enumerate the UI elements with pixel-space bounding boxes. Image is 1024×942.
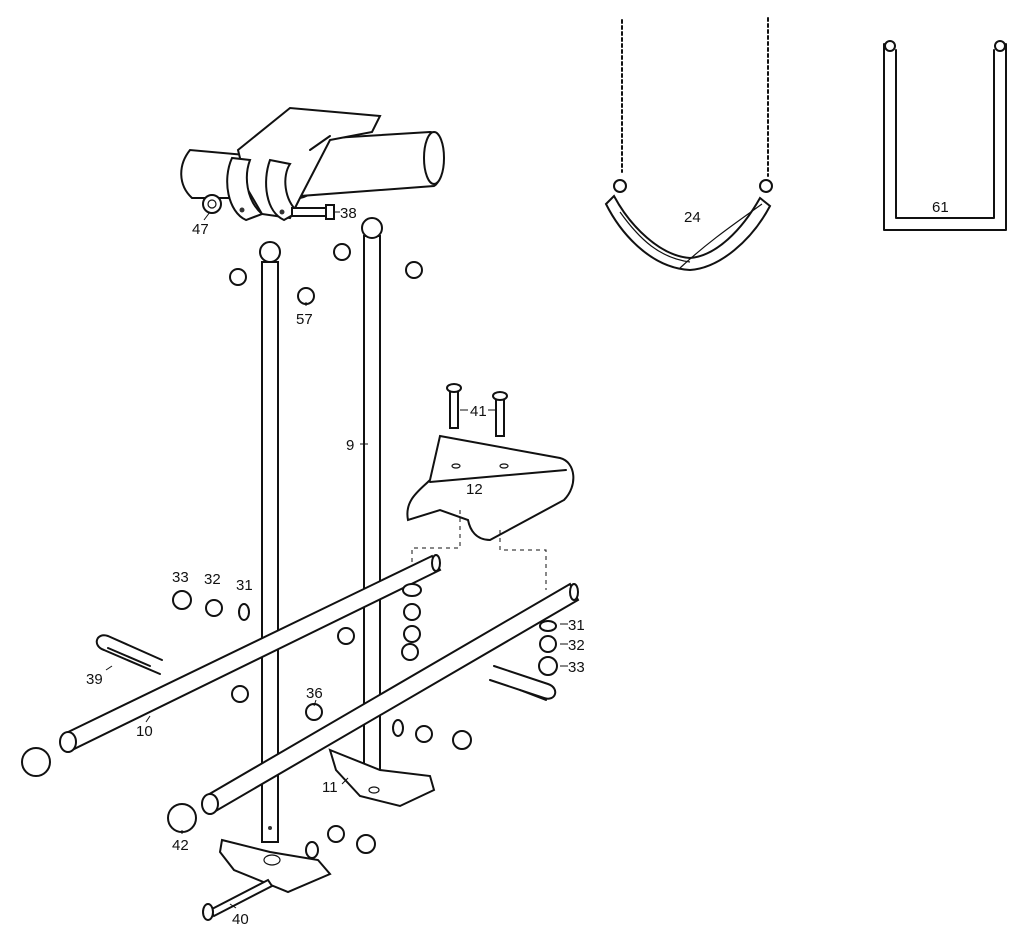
hardware-center [231,583,422,721]
part-labels: 38 47 57 9 41 12 24 61 33 32 31 31 32 33… [86,199,949,928]
label-31-right: 31 [568,617,585,634]
base-tube-10 [59,554,442,753]
top-beam-bracket [180,106,445,222]
u-bolt-39 [95,634,163,675]
label-40: 40 [232,911,249,928]
hardware-left [172,590,250,621]
label-10: 10 [136,723,153,740]
label-42: 42 [172,837,189,854]
label-61: 61 [932,199,949,216]
label-33-right: 33 [568,659,585,676]
carriage-bolts-41 [446,383,508,437]
label-39: 39 [86,671,103,688]
right-leg-9 [361,217,383,777]
left-leg [259,241,281,843]
label-38: 38 [340,205,357,222]
label-9: 9 [346,437,354,454]
foot-bracket-lower [218,838,332,894]
label-33-left: 33 [172,569,189,586]
label-41: 41 [470,403,487,420]
label-24: 24 [684,209,701,226]
label-31-left: 31 [236,577,253,594]
base-tube-front [201,582,580,815]
u-bolt-right [489,665,557,701]
label-12: 12 [466,481,483,498]
leader-lines [105,211,568,909]
label-32-right: 32 [568,637,585,654]
swing-seat-24 [604,17,773,272]
footrest-12 [406,434,575,542]
end-caps-42 [21,747,197,833]
label-57: 57 [296,311,313,328]
bolt-40 [202,878,274,921]
foot-bracket-11 [328,748,436,808]
label-11: 11 [322,779,338,796]
nut-47 [202,194,222,214]
u-rod-61 [883,40,1007,231]
label-36: 36 [306,685,323,702]
label-32-left: 32 [204,571,221,588]
bolt-38 [291,204,335,220]
label-47: 47 [192,221,209,238]
leg-top-nuts [229,243,423,305]
hardware-right [538,620,558,676]
hardware-lower [305,719,472,859]
